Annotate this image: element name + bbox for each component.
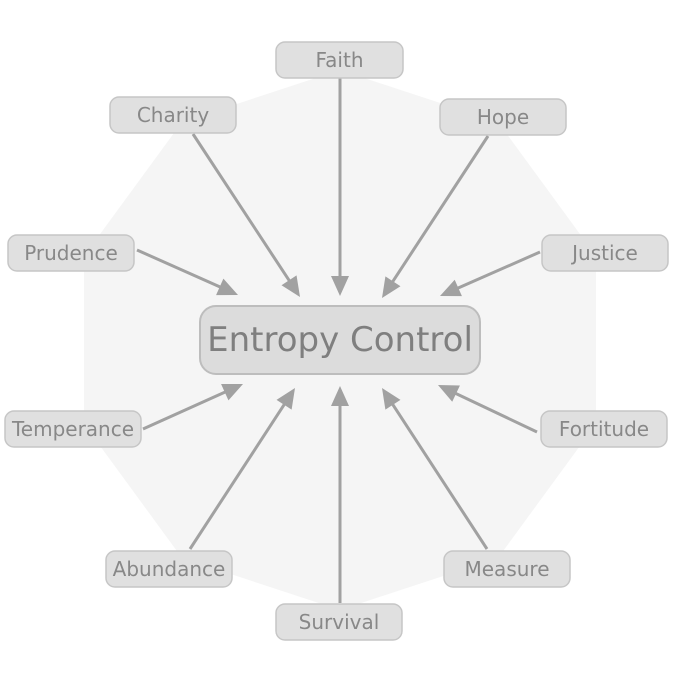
node-survival-label: Survival [299, 610, 380, 634]
arrow-temperance-line [142, 390, 228, 431]
node-prudence: Prudence [7, 234, 135, 272]
outer-nodes: Faith Hope Justice Fortitude Measure Sur… [4, 41, 669, 641]
node-temperance: Temperance [4, 410, 142, 448]
node-charity-label: Charity [137, 103, 210, 127]
node-justice: Justice [541, 234, 669, 272]
arrow-fortitude-head [438, 385, 460, 402]
node-justice-label: Justice [570, 241, 638, 265]
arrow-justice-head [440, 279, 462, 297]
arrow-temperance-head [221, 384, 243, 401]
arrow-abundance-line [188, 402, 287, 550]
arrow-hope-head [382, 276, 401, 298]
node-abundance: Abundance [105, 550, 233, 588]
arrow-justice-line [455, 250, 541, 291]
arrow-prudence-line [136, 248, 223, 290]
arrow-charity-head [281, 275, 300, 297]
node-fortitude: Fortitude [540, 410, 668, 448]
node-charity: Charity [109, 96, 237, 134]
arrow-hope-line [390, 135, 490, 284]
node-abundance-label: Abundance [113, 557, 226, 581]
node-faith-label: Faith [316, 48, 364, 72]
center-label: Entropy Control [207, 320, 473, 360]
node-hope-label: Hope [477, 105, 529, 129]
node-fortitude-label: Fortitude [559, 417, 649, 441]
arrow-survival-head [331, 386, 349, 406]
node-measure-label: Measure [465, 557, 550, 581]
center-node: Entropy Control [199, 305, 481, 375]
node-faith: Faith [275, 41, 404, 79]
arrow-prudence-head [216, 278, 238, 296]
arrow-measure-head [382, 388, 401, 410]
arrow-faith-head [331, 276, 349, 296]
arrow-abundance-head [276, 388, 295, 410]
node-prudence-label: Prudence [24, 241, 118, 265]
node-temperance-label: Temperance [11, 417, 134, 441]
node-survival: Survival [275, 603, 403, 641]
arrow-fortitude-line [453, 391, 538, 434]
arrow-charity-line [191, 133, 292, 283]
arrow-measure-line [390, 402, 489, 550]
node-measure: Measure [443, 550, 571, 588]
arrows [136, 78, 541, 603]
node-hope: Hope [439, 98, 567, 136]
